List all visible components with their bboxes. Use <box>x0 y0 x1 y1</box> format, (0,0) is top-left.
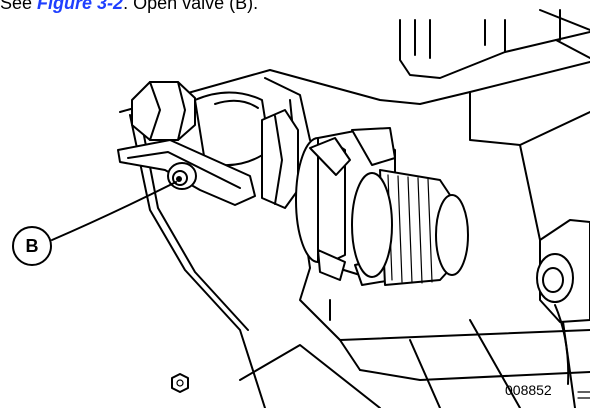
callout-leader-line <box>51 181 177 241</box>
caption-suffix: . Open valve (B). <box>123 0 259 13</box>
ball-valve <box>117 81 299 209</box>
figure-number-leader <box>554 304 570 385</box>
caption-prefix: See <box>0 0 38 13</box>
callout-label: B <box>25 235 39 256</box>
figure-number: 008852 <box>505 382 552 398</box>
instruction-caption: See Figure 3-2. Open valve (B). <box>0 0 258 12</box>
figure-reference-link[interactable]: Figure 3-2 <box>37 0 124 13</box>
hex-bolt <box>171 373 189 393</box>
right-fitting <box>519 144 590 323</box>
upper-housing <box>399 9 590 79</box>
figure-number-tick <box>577 391 590 399</box>
callout-b: B <box>12 226 52 266</box>
threaded-fitting <box>351 169 469 286</box>
